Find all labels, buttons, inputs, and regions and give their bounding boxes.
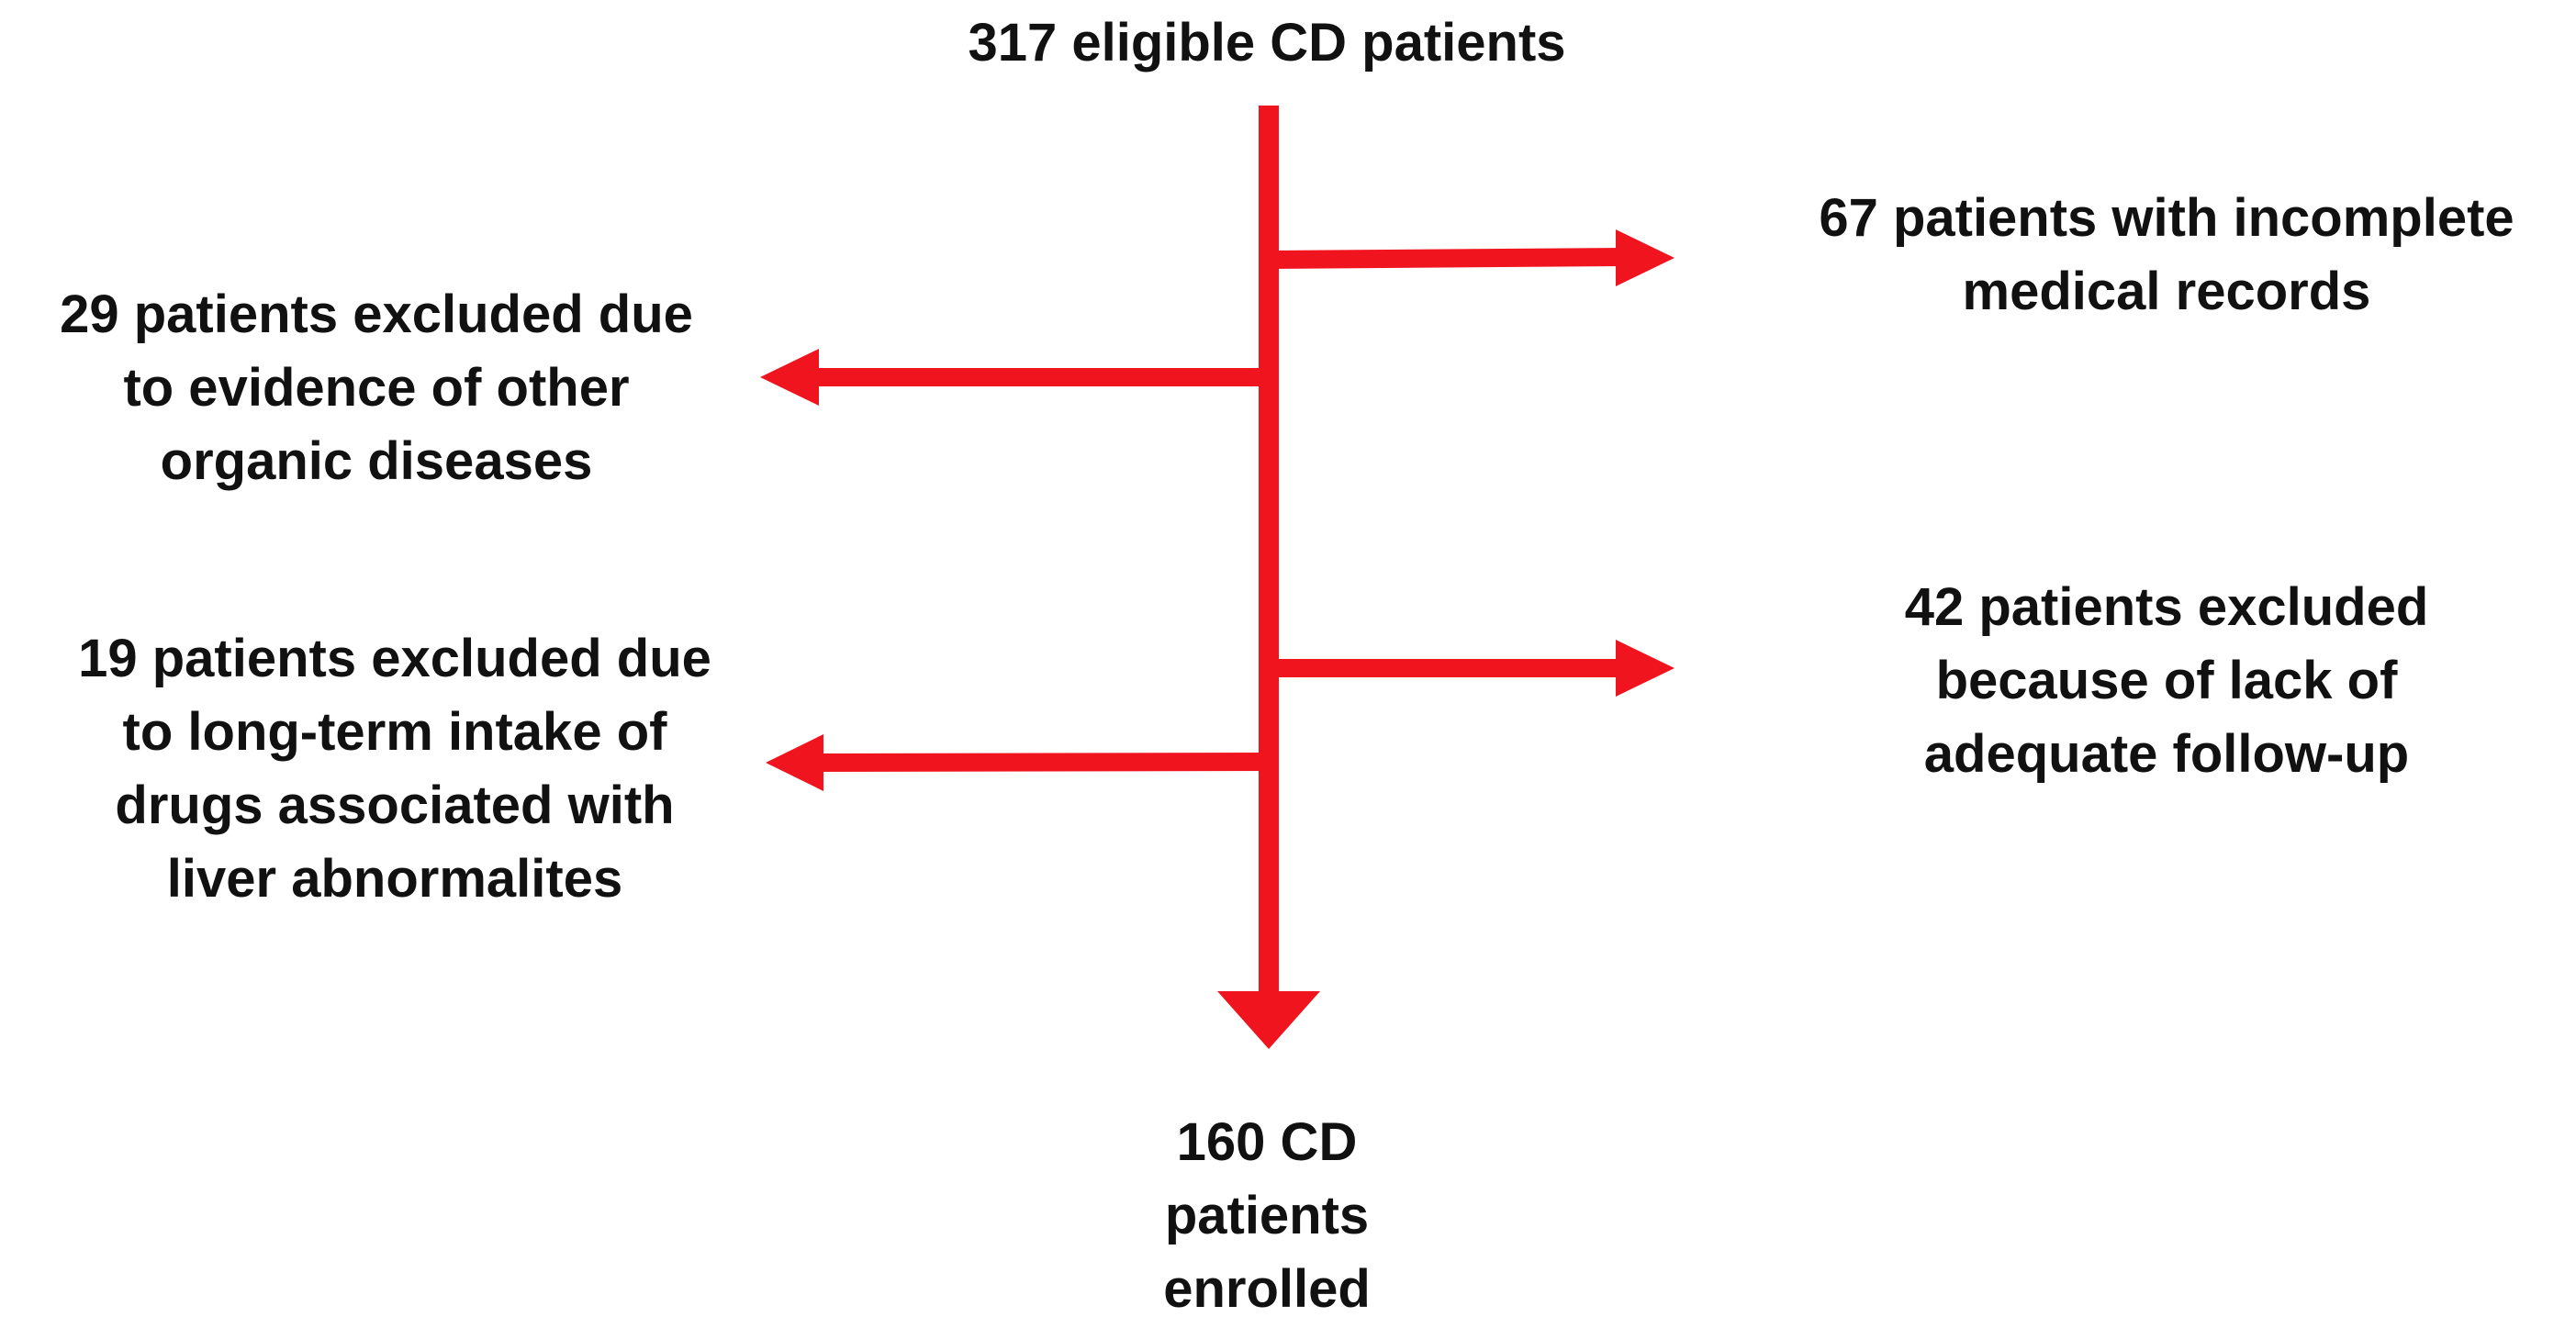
node-text-line: 42 patients excluded [1904, 577, 2429, 637]
node-text-line: organic diseases [160, 431, 593, 491]
node-text-line: to long-term intake of [122, 702, 667, 762]
branch-right-1-arrowhead [1616, 229, 1674, 286]
node-eligible-patients: 317 eligible CD patients [918, 6, 1616, 80]
main-trunk-arrowhead [1217, 991, 1320, 1049]
branch-right-2-arrowhead [1616, 640, 1674, 697]
node-other-organic-diseases: 29 patients excluded due to evidence of … [0, 278, 753, 498]
node-text-line: medical records [1962, 262, 2371, 321]
branch-left-1-arrowhead [760, 349, 819, 406]
node-text-line: enrolled [1163, 1259, 1371, 1317]
branch-left-2-line [812, 753, 1270, 772]
node-text-line: adequate follow-up [1923, 724, 2410, 784]
node-text-line: patients [1164, 1186, 1370, 1245]
node-text-line: drugs associated with [115, 776, 675, 835]
node-text-line: 19 patients excluded due [78, 629, 711, 688]
node-text-line: 67 patients with incomplete [1819, 188, 2514, 248]
node-long-term-drug-intake: 19 patients excluded due to long-term in… [28, 622, 762, 916]
node-enrolled-patients: 160 CD patients enrolled [1083, 1106, 1450, 1317]
node-lack-of-follow-up: 42 patients excluded because of lack of … [1763, 571, 2570, 791]
node-text-line: to evidence of other [123, 358, 630, 418]
node-text-line: 29 patients excluded due [60, 285, 693, 344]
node-text-line: because of lack of [1935, 651, 2398, 710]
branch-right-1-line [1268, 248, 1626, 269]
node-incomplete-records: 67 patients with incomplete medical reco… [1763, 182, 2570, 329]
branch-left-2-arrowhead [766, 734, 823, 791]
node-text-line: 160 CD [1176, 1112, 1358, 1172]
node-text-line: liver abnormalites [166, 849, 623, 909]
node-text-line: 317 eligible CD patients [968, 13, 1566, 73]
